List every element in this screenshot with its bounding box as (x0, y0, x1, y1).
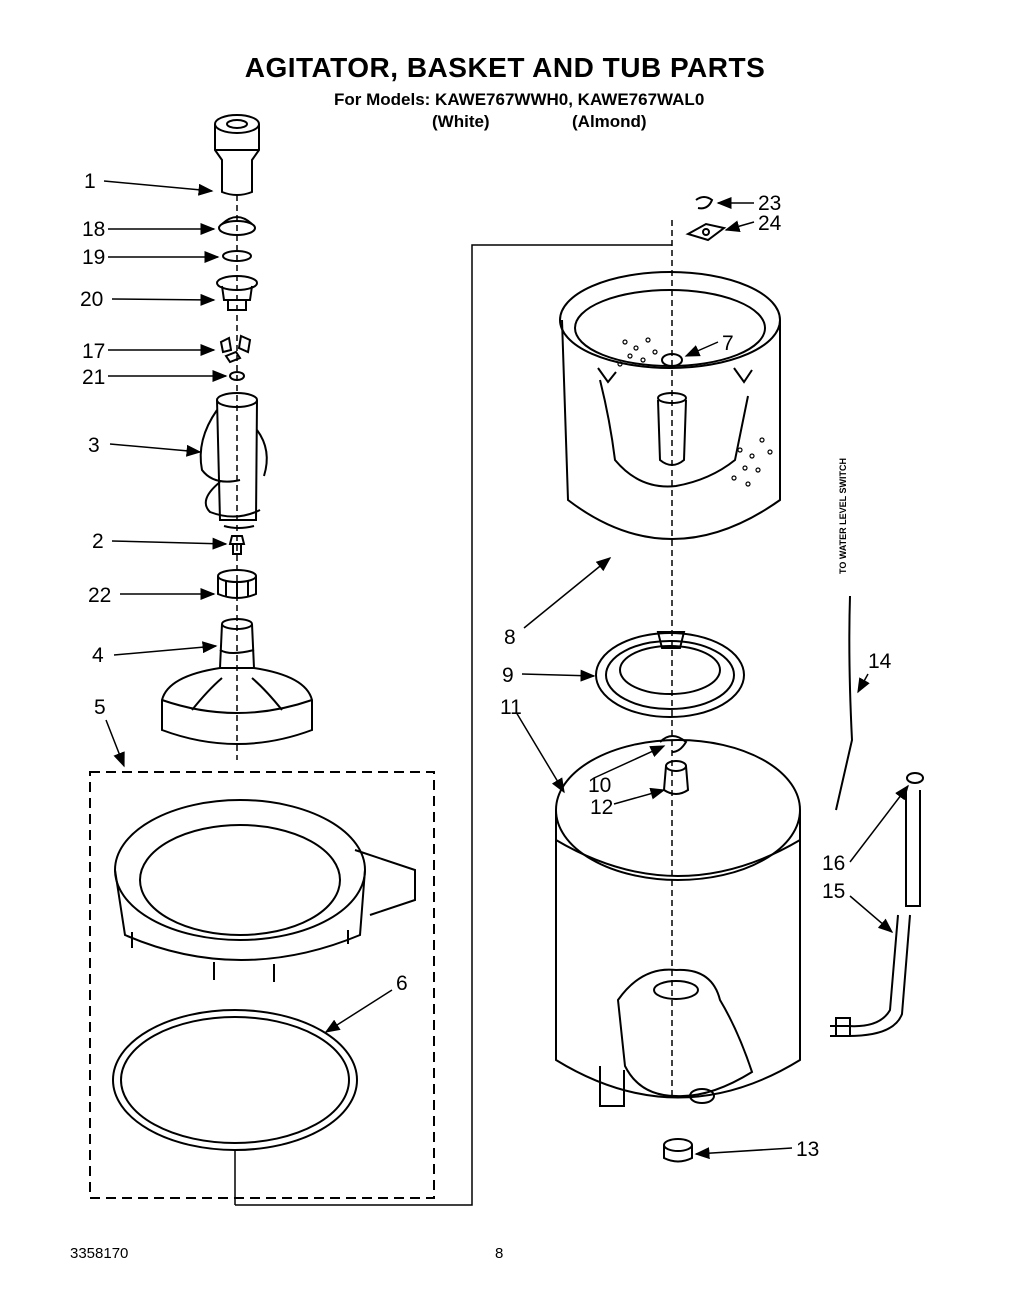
callout-9: 9 (502, 664, 514, 687)
callout-15: 15 (822, 880, 845, 903)
part-4-agitator-base (161, 618, 313, 745)
callout-16: 16 (822, 852, 845, 875)
part-10-retaining-ring (659, 735, 688, 753)
callout-3: 3 (88, 434, 100, 457)
callout-11: 11 (500, 696, 522, 719)
callout-22: 22 (88, 584, 111, 607)
part-5-group-box (89, 771, 435, 1199)
variant-white: (White) (432, 112, 490, 131)
part-23-clip (695, 196, 714, 210)
callout-6: 6 (396, 972, 408, 995)
page-number: 8 (495, 1245, 504, 1262)
callout-20: 20 (80, 288, 103, 311)
part-6-seal-ring (112, 1009, 358, 1151)
callout-2: 2 (92, 530, 104, 553)
callout-12: 12 (590, 796, 613, 819)
part-7-hub-nut (661, 353, 683, 367)
callout-leaders (103, 180, 909, 1160)
callout-5: 5 (94, 696, 106, 719)
document-number: 3358170 (70, 1245, 129, 1262)
assembly-lead-line (235, 244, 672, 1206)
page-title: AGITATOR, BASKET AND TUB PARTS (244, 52, 766, 83)
models-line: For Models: KAWE767WWH0, KAWE767WAL0 (334, 90, 705, 109)
variant-almond: (Almond) (572, 112, 647, 131)
callout-17: 17 (82, 340, 105, 363)
part-2-bolt (228, 535, 246, 555)
callout-14: 14 (868, 650, 892, 673)
part-20-drive-cam (216, 275, 258, 311)
callout-4: 4 (92, 644, 104, 667)
part-16-clamp (906, 772, 924, 784)
part-15-drain-hose (830, 790, 921, 1037)
part-1-dispenser-cap (214, 114, 260, 196)
part-24-nut-plate (685, 222, 727, 242)
callout-8: 8 (504, 626, 516, 649)
part-18-cam (218, 216, 256, 236)
part-12-hub (662, 760, 690, 795)
callout-10: 10 (588, 774, 611, 797)
part-17-dogs (219, 334, 252, 364)
part-9-drive-disc (595, 631, 745, 718)
callout-21: 21 (82, 366, 105, 389)
part-22-coupling (217, 569, 257, 599)
callout-1: 1 (84, 170, 96, 193)
part-19-ring (222, 250, 252, 262)
part-5-tub-ring (114, 799, 416, 982)
part-13-drain-plug (663, 1138, 693, 1163)
part-21-washer (229, 371, 245, 381)
callout-24: 24 (758, 212, 782, 235)
part-14-air-hose (835, 595, 854, 811)
callout-19: 19 (82, 246, 105, 269)
callout-18: 18 (82, 218, 105, 241)
callout-7: 7 (722, 332, 734, 355)
part-11-outer-tub (555, 739, 801, 1107)
part-8-spin-basket (559, 271, 781, 540)
callout-23: 23 (758, 192, 781, 215)
part-3-agitator-barrel (199, 392, 268, 529)
callout-13: 13 (796, 1138, 819, 1161)
